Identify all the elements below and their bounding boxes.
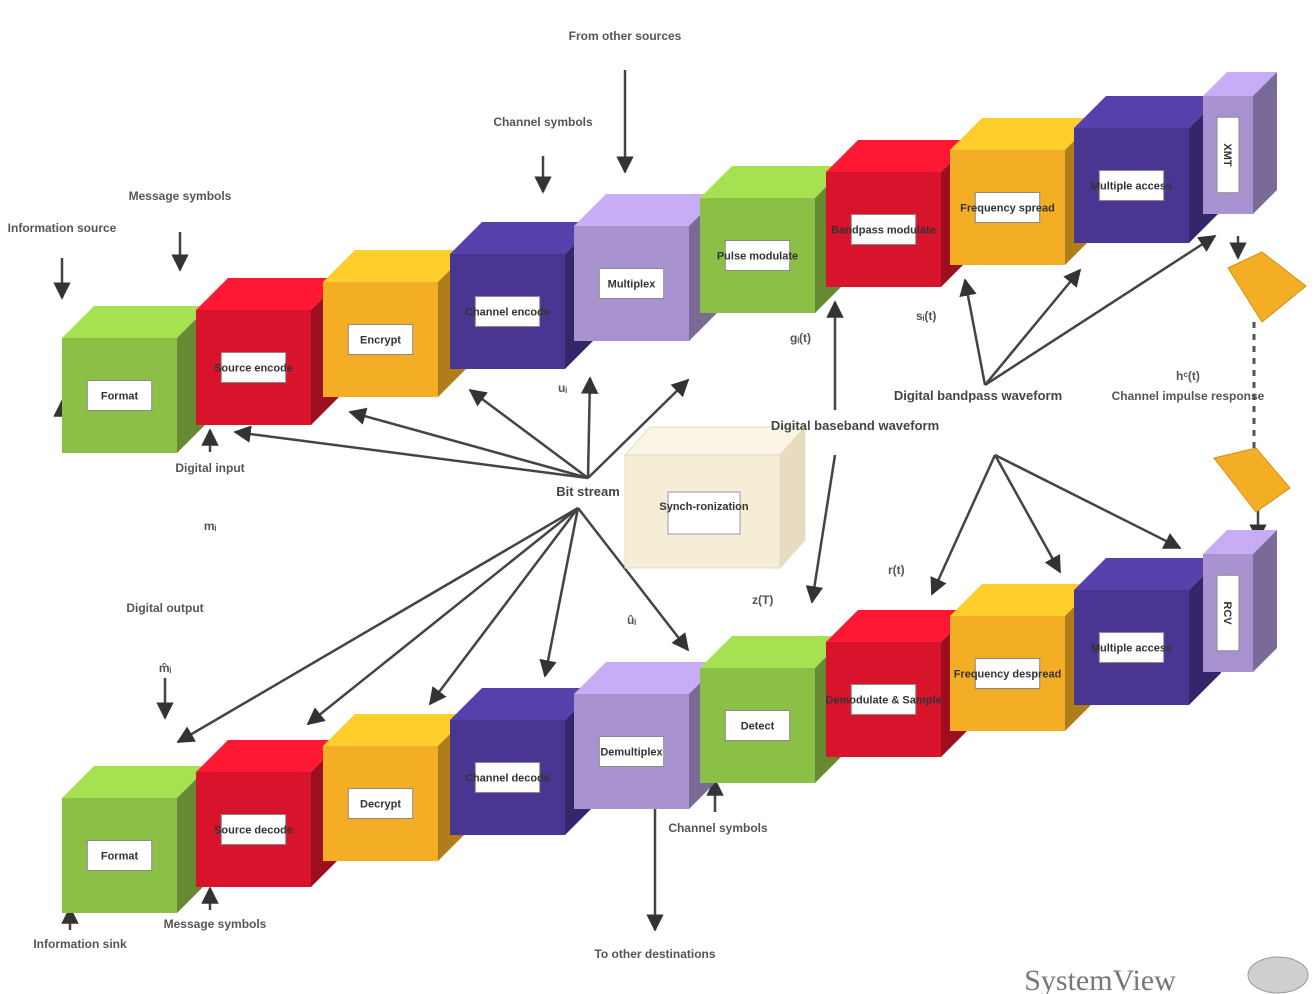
tx-block-7-label: Bandpass modulate bbox=[831, 225, 936, 237]
connection-arrows bbox=[53, 70, 1267, 932]
transmitter-chain: Format Source encode Encrypt Channel encode… bbox=[62, 72, 1277, 453]
bitstream-spoke-top-3 bbox=[580, 376, 599, 479]
rx-block-6: Detect bbox=[700, 636, 847, 783]
tx-block-2-label: Source encode bbox=[214, 363, 293, 375]
rx-block-10: RCV bbox=[1203, 530, 1277, 672]
digital-input-var: mᵢ bbox=[204, 519, 217, 533]
tx-block-9: Multiple access bbox=[1074, 96, 1221, 243]
logo-disc-icon bbox=[1247, 956, 1309, 994]
rx-block-3: Decrypt bbox=[323, 714, 470, 861]
tx-block-6-label: Pulse modulate bbox=[717, 251, 798, 263]
bitstream-spoke-bottom-1 bbox=[306, 507, 579, 726]
rx-block-10-label: RCV bbox=[1221, 601, 1233, 625]
rx-block-2-label: Source decode bbox=[214, 825, 293, 837]
bandpass-spoke-bottom-1 bbox=[993, 454, 1062, 574]
rx-block-8-label: Frequency despread bbox=[954, 669, 1062, 681]
rx-block-5-label: Demultiplex bbox=[600, 747, 663, 759]
rx-block-5: Demultiplex bbox=[574, 662, 721, 809]
channel-symbols-bottom-label: Channel symbols bbox=[668, 821, 768, 835]
channel-var: hᶜ(t) bbox=[1176, 369, 1200, 383]
zt-label: z(T) bbox=[752, 593, 773, 607]
bitstream-spoke-bottom-4 bbox=[577, 507, 690, 652]
tx-block-6: Pulse modulate bbox=[700, 166, 847, 313]
bandpass-spoke-top-1 bbox=[984, 268, 1082, 386]
tx-block-10-label: XMT bbox=[1221, 143, 1233, 167]
digital-bandpass-hub: Digital bandpass waveform bbox=[894, 388, 1062, 403]
rx-block-1: Format bbox=[62, 766, 209, 913]
bitstream-spoke-top-2 bbox=[468, 388, 589, 480]
digital-baseband-hub: Digital baseband waveform bbox=[771, 418, 939, 433]
message-symbols-top-label: Message symbols bbox=[129, 189, 232, 203]
information-sink-label: Information sink bbox=[33, 937, 127, 951]
bitstream-spoke-top-4 bbox=[587, 378, 690, 479]
to-other-destinations-label: To other destinations bbox=[594, 947, 715, 961]
digital-input-label: Digital input bbox=[175, 461, 244, 475]
tx-block-9-label: Multiple access bbox=[1091, 181, 1172, 193]
bandpass-spoke-top-2 bbox=[984, 234, 1217, 387]
bandpass-spoke-top-0 bbox=[959, 278, 987, 386]
gi-t-label: gᵢ(t) bbox=[790, 331, 811, 345]
bitstream-spoke-top-1 bbox=[233, 425, 589, 480]
rt-label: r(t) bbox=[888, 563, 905, 577]
tx-block-8-label: Frequency spread bbox=[960, 203, 1055, 215]
receive-antenna-icon bbox=[1213, 447, 1291, 513]
tx-block-3-label: Encrypt bbox=[360, 335, 401, 347]
channel-symbols-top-label: Channel symbols bbox=[493, 115, 593, 129]
bandpass-spoke-bottom-0 bbox=[930, 454, 997, 596]
rx-block-7: Demodulate & Sample bbox=[825, 610, 973, 757]
rx-block-3-label: Decrypt bbox=[360, 799, 401, 811]
message-symbols-bottom-label: Message symbols bbox=[164, 917, 267, 931]
bitstream-spoke-bottom-2 bbox=[428, 507, 579, 706]
information-source-label: Information source bbox=[8, 221, 117, 235]
bitstream-spoke-bottom-0 bbox=[176, 506, 579, 744]
rx-block-4-label: Channel decode bbox=[465, 773, 550, 785]
from-other-sources-label: From other sources bbox=[569, 29, 682, 43]
receiver-chain: Format Source decode Decrypt Channel decode… bbox=[62, 530, 1277, 913]
si-t-label: sᵢ(t) bbox=[916, 309, 936, 323]
transmit-antenna-icon bbox=[1227, 251, 1307, 323]
tx-block-3: Encrypt bbox=[323, 250, 470, 397]
digital-output-label: Digital output bbox=[126, 601, 203, 615]
tx-block-2: Source encode bbox=[196, 278, 343, 425]
digital-output-var: m̂ᵢ bbox=[159, 661, 172, 675]
bitstream-spoke-top-0 bbox=[348, 407, 589, 480]
rx-block-2: Source decode bbox=[196, 740, 343, 887]
systemview-logo: SystemView bbox=[1024, 964, 1176, 994]
synchronization-box: Synch-ronization bbox=[623, 425, 807, 570]
bitstream-spoke-bottom-3 bbox=[539, 507, 580, 678]
tx-block-5: Multiplex bbox=[574, 194, 721, 341]
tx-block-1-label: Format bbox=[101, 391, 139, 403]
bandpass-spoke-bottom-2 bbox=[994, 453, 1182, 550]
rx-block-1-label: Format bbox=[101, 851, 139, 863]
tx-block-4-label: Channel encode bbox=[465, 307, 550, 319]
tx-block-7: Bandpass modulate bbox=[826, 140, 973, 287]
tx-block-5-label: Multiplex bbox=[608, 279, 657, 291]
rx-block-8: Frequency despread bbox=[950, 584, 1097, 731]
tx-block-1: Format bbox=[62, 306, 209, 453]
rx-block-9-label: Multiple access bbox=[1091, 643, 1172, 655]
rx-block-6-label: Detect bbox=[741, 721, 775, 733]
bit-stream-hub: Bit stream bbox=[556, 484, 620, 499]
synchronization-label: Synch-ronization bbox=[659, 501, 749, 513]
ui-hat-label: ûᵢ bbox=[627, 613, 636, 627]
rx-block-9: Multiple access bbox=[1074, 558, 1221, 705]
ui-label: uᵢ bbox=[558, 381, 567, 395]
tx-block-10: XMT bbox=[1203, 72, 1277, 214]
channel-impulse-response-label: Channel impulse response bbox=[1112, 389, 1265, 403]
baseband-down bbox=[805, 454, 837, 604]
rx-block-7-label: Demodulate & Sample bbox=[825, 695, 941, 707]
